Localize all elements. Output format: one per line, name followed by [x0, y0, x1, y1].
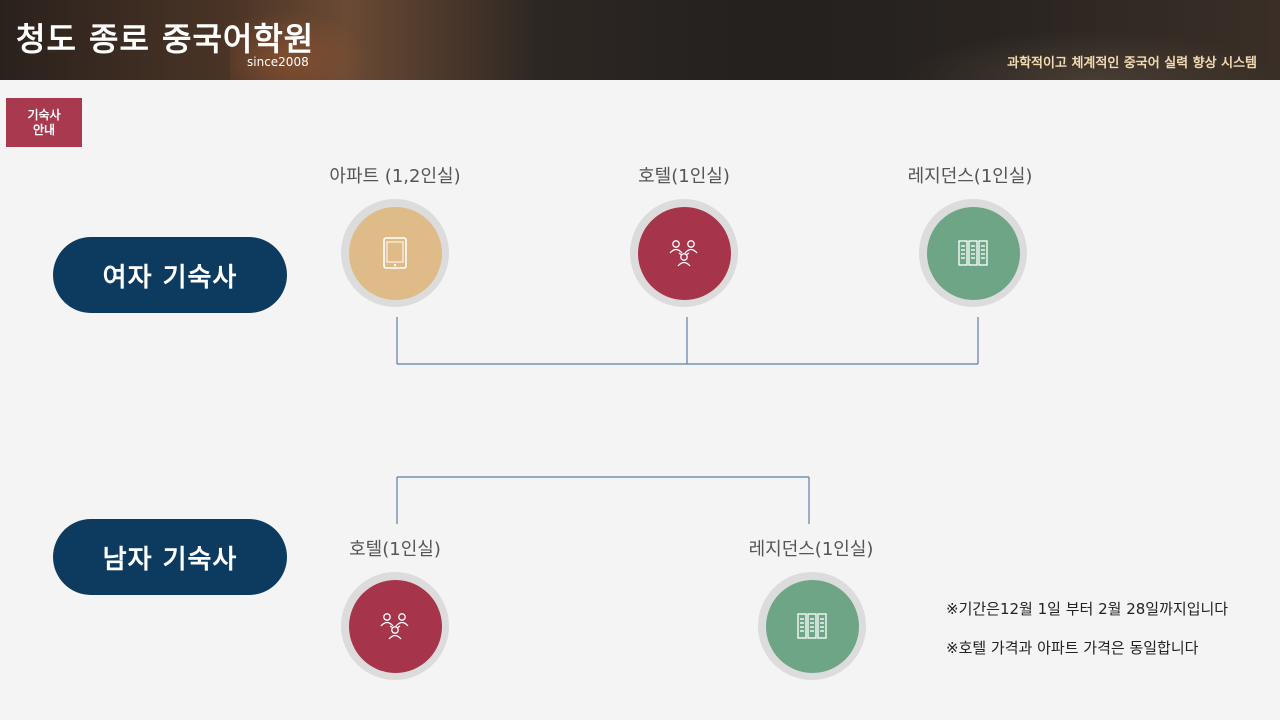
logo-since: since2008	[247, 55, 309, 69]
female-option-residence[interactable]	[919, 199, 1027, 307]
male-dorm-pill: 남자 기숙사	[53, 519, 287, 595]
male-option-hotel-fill	[348, 579, 442, 673]
section-badge-line2: 안내	[32, 122, 56, 137]
header-banner: 청도 종로 중국어학원 since2008 과학적이고 체계적인 중국어 실력 …	[0, 0, 1280, 80]
books-icon	[958, 240, 988, 266]
female-option-apartment-label: 아파트 (1,2인실)	[329, 166, 461, 187]
female-option-residence-fill	[926, 206, 1020, 300]
male-option-residence-label: 레지던스(1인실)	[748, 539, 874, 560]
female-option-hotel-label: 호텔(1인실)	[638, 166, 730, 187]
books-icon	[797, 613, 827, 639]
logo-title[interactable]: 청도 종로 중국어학원	[16, 20, 315, 58]
female-dorm-title: 여자 기숙사	[102, 262, 238, 293]
male-option-hotel-label: 호텔(1인실)	[349, 539, 441, 560]
female-option-hotel[interactable]	[630, 199, 738, 307]
female-option-hotel-fill	[637, 206, 731, 300]
header-slogan: 과학적이고 체계적인 중국어 실력 향상 시스템	[1007, 56, 1257, 71]
people-icon	[669, 240, 698, 267]
section-badge: 기숙사 안내	[6, 98, 82, 147]
male-option-residence[interactable]	[758, 572, 866, 680]
female-option-apartment-fill	[348, 206, 442, 300]
male-dorm-title: 남자 기숙사	[102, 544, 238, 575]
tablet-icon	[383, 237, 407, 269]
female-option-residence-label: 레지던스(1인실)	[907, 166, 1033, 187]
male-option-residence-fill	[765, 579, 859, 673]
female-option-apartment[interactable]	[341, 199, 449, 307]
note-price: ※호텔 가격과 아파트 가격은 동일합니다	[946, 639, 1199, 657]
header-decoration	[230, 10, 370, 80]
note-period: ※기간은12월 1일 부터 2월 28일까지입니다	[946, 600, 1229, 618]
people-icon	[380, 613, 409, 640]
header-decoration-right	[900, 30, 1280, 80]
male-option-hotel[interactable]	[341, 572, 449, 680]
section-badge-line1: 기숙사	[27, 107, 61, 122]
female-dorm-pill: 여자 기숙사	[53, 237, 287, 313]
